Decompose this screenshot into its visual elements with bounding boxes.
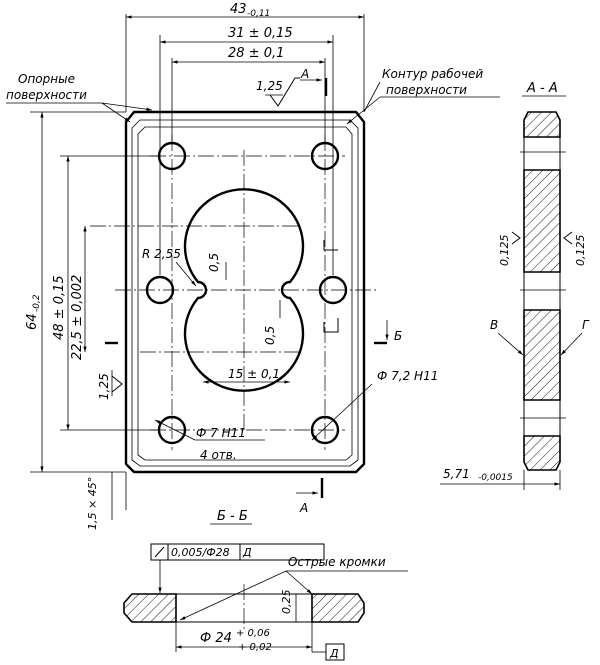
dim-gap-bottom: 0,5: [263, 326, 277, 345]
dim-overall-height-tol: -0,2: [32, 294, 42, 312]
roughness-0125b: 0,125: [574, 235, 587, 267]
inner-offset-contour: [137, 126, 353, 461]
ring-roughness: 0,25: [280, 590, 293, 615]
ring-diameter: Ф 24: [200, 631, 232, 646]
central-opening: [183, 188, 305, 392]
ring-tol-lower: + 0,02: [238, 642, 272, 653]
roughness-top-value: 1,25: [256, 79, 283, 93]
sharp-edges-label: Острые кромки: [288, 555, 386, 569]
plate-plan-view: [90, 110, 378, 474]
dim-bore-count: 4 отв.: [200, 448, 237, 462]
section-mark-a-bottom: А: [296, 478, 324, 515]
mark-a-bottom: А: [299, 501, 308, 515]
dim-thickness: 5,71: [443, 467, 470, 481]
work-contour-line1: Контур рабочей: [382, 67, 483, 81]
dim-bore-small: Ф 7,2 H11: [377, 369, 438, 383]
roughness-top: 1,25: [256, 77, 300, 107]
work-contour-note: Контур рабочей поверхности: [346, 67, 500, 125]
section-aa-title: А - А: [526, 81, 558, 96]
work-contour: [131, 119, 359, 467]
bore-notes: Ф 7,2 H11 Ф 7 H11 4 отв.: [154, 369, 438, 462]
mark-a-top: А: [300, 67, 309, 81]
datum-d: Д: [242, 546, 252, 559]
dim-radius: R 2,55: [142, 247, 181, 261]
ring-tol-upper: + 0,06: [236, 628, 270, 639]
dim-gap-top: 0,5: [207, 253, 221, 272]
mark-b: Б: [394, 329, 402, 343]
work-contour-line2: поверхности: [386, 83, 467, 97]
mark-g: Г: [582, 318, 590, 332]
dim-slot-width: 28 ± 0,1: [228, 46, 284, 61]
support-surfaces-note: Опорные поверхности: [6, 72, 153, 123]
section-bb-view: Б - Б 0,005/Ф28 Д Острые кромки 0,25 Ф 2…: [123, 509, 408, 661]
dim-height-48: 48 ± 0,15: [52, 275, 67, 340]
center-dimensions: R 2,55 0,5 0,5 15 ± 0,1: [142, 247, 290, 384]
datum-d-bottom: Д: [329, 647, 339, 660]
section-mark-b: Б: [105, 320, 402, 345]
dim-hole-spacing: 31 ± 0,15: [228, 26, 293, 41]
dim-thickness-tol: -0,0015: [478, 473, 513, 483]
plate-outline: [124, 110, 366, 474]
mark-v: В: [490, 318, 498, 332]
dim-chamfer: 1,5 × 45°: [86, 477, 99, 530]
dim-overall-width-tol: -0,11: [247, 9, 270, 19]
dim-height-22: 22,5 ± 0,002: [70, 275, 85, 360]
section-mark-a-top: А: [300, 67, 328, 96]
roughness-side: 1,25: [97, 370, 123, 400]
roughness-0125a: 0,125: [498, 235, 511, 267]
roughness-side-value: 1,25: [97, 373, 111, 400]
support-surfaces-line1: Опорные: [18, 72, 75, 86]
dim-center-15: 15 ± 0,1: [228, 367, 280, 381]
chamfer-dim: 1,5 × 45°: [86, 472, 127, 530]
tolerance-frame-value: 0,005/Ф28: [171, 546, 230, 559]
section-aa-view: А - А 0,125 0,125 В Г 5,71 -0,0015: [440, 81, 590, 490]
left-dimensions: 64 -0,2 48 ± 0,15 22,5 ± 0,002: [25, 111, 160, 473]
section-bb-title: Б - Б: [217, 509, 248, 524]
top-dimensions: 43 -0,11 31 ± 0,15 28 ± 0,1: [125, 2, 365, 275]
dim-bore-hole: Ф 7 H11: [196, 426, 246, 440]
dim-overall-width: 43: [230, 2, 247, 17]
support-surfaces-line2: поверхности: [6, 88, 87, 102]
dim-overall-height: 64: [25, 313, 40, 330]
